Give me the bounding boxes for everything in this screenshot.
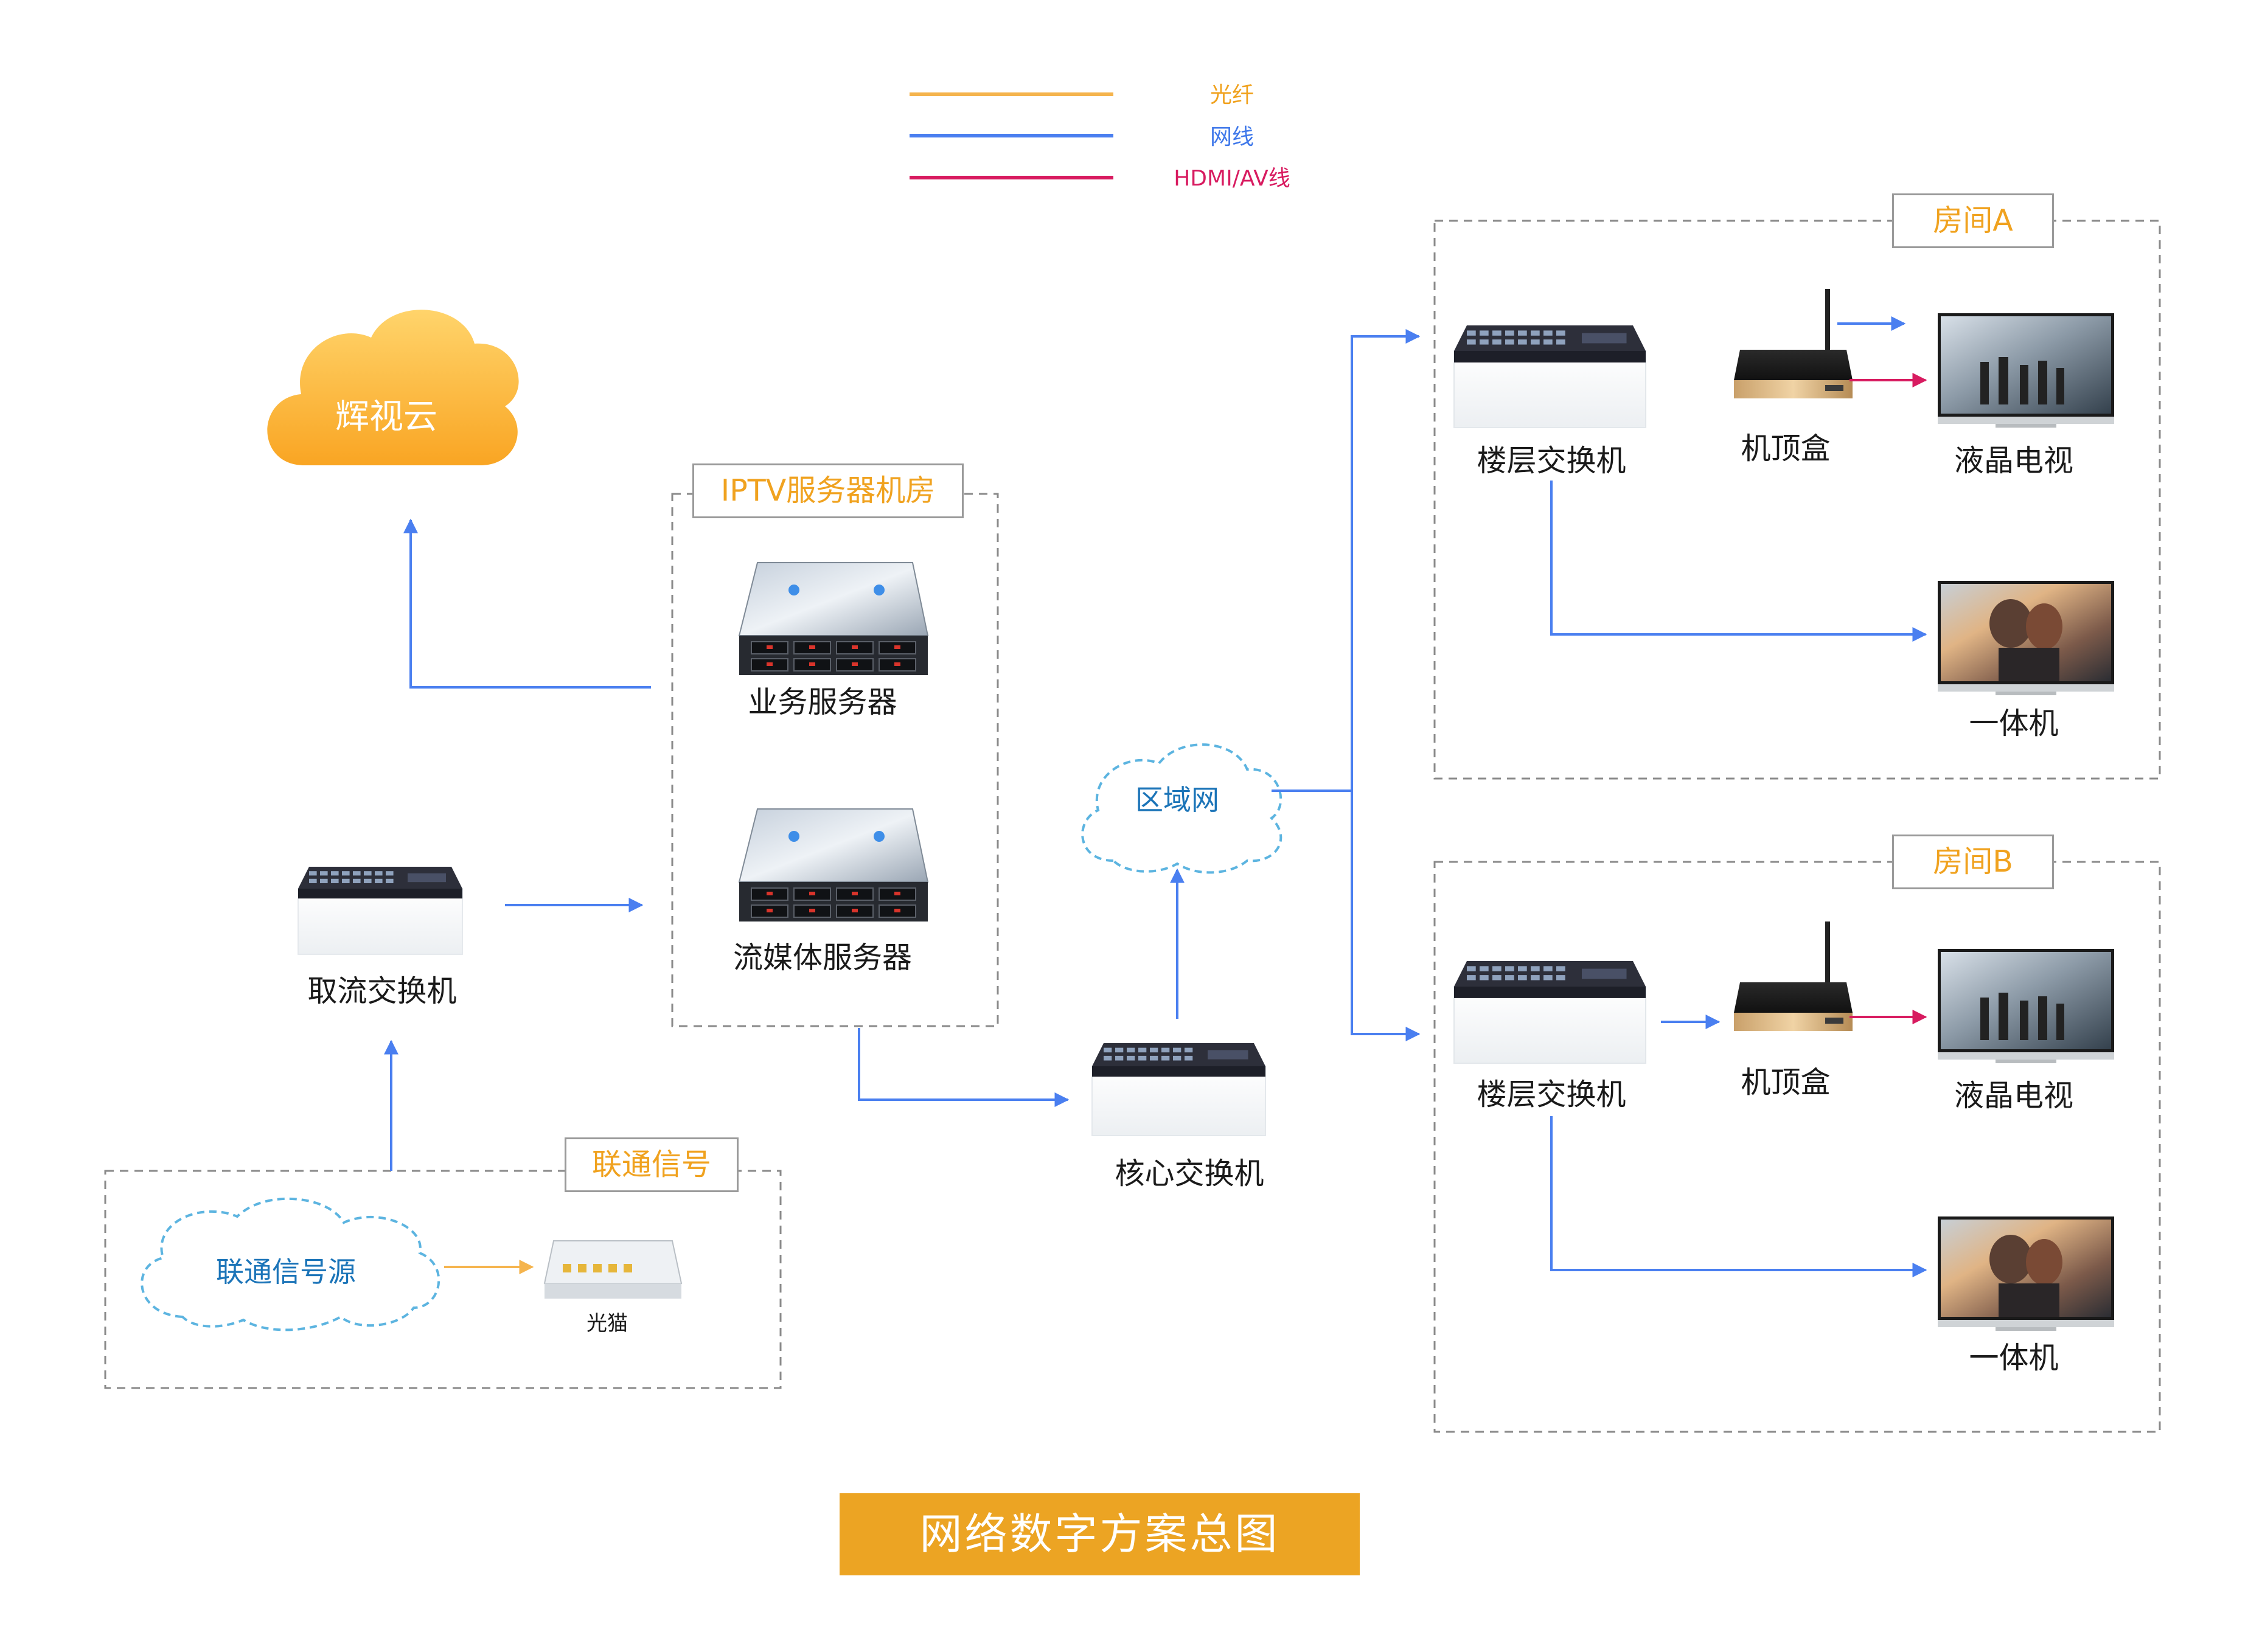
room-a-all-in-one-label: 一体机 xyxy=(1969,706,2059,741)
unicom-box xyxy=(104,1170,782,1389)
streaming-server-icon xyxy=(739,808,928,922)
room-a-floor-switch-icon xyxy=(1453,324,1647,429)
room-b-all-in-one-icon xyxy=(1938,1216,2114,1331)
room-b-box xyxy=(1433,861,2161,1433)
room-a-lcd-tv-icon xyxy=(1938,313,2114,428)
wire-room-b-switch-to-aio xyxy=(1550,1116,1927,1277)
lan-label: 区域网 xyxy=(1135,783,1219,816)
room-a-all-in-one-icon xyxy=(1938,581,2114,695)
cloud-icon xyxy=(267,310,519,465)
iptv-room-title: IPTV服务器机房 xyxy=(692,463,964,518)
room-b-title: 房间B xyxy=(1892,835,2054,889)
optical-modem-icon xyxy=(543,1240,683,1299)
room-b-settop-box-label: 机顶盒 xyxy=(1741,1065,1831,1100)
diagram-title: 网络数字方案总图 xyxy=(840,1493,1360,1575)
business-server-label: 业务服务器 xyxy=(748,685,897,720)
room-a-floor-switch-label: 楼层交换机 xyxy=(1477,443,1626,478)
legend-fiber-label: 光纤 xyxy=(1209,83,1254,108)
room-b-settop-box-icon xyxy=(1734,921,1853,1031)
room-a-lcd-tv-label: 液晶电视 xyxy=(1954,443,2074,478)
room-b-floor-switch-icon xyxy=(1453,960,1647,1064)
room-a-settop-box-icon xyxy=(1734,289,1853,398)
capture-switch-icon xyxy=(298,866,463,955)
streaming-server-label: 流媒体服务器 xyxy=(733,940,913,975)
lan-cloud-icon xyxy=(1081,743,1282,874)
wire-split-to-room-a xyxy=(1351,329,1421,791)
room-a-settop-box-label: 机顶盒 xyxy=(1741,431,1831,466)
legend-ethernet-label: 网线 xyxy=(1209,125,1254,150)
unicom-source-cloud-icon xyxy=(141,1197,440,1331)
core-switch-label: 核心交换机 xyxy=(1115,1156,1264,1191)
unicom-source-label: 联通信号源 xyxy=(216,1255,356,1288)
room-b-all-in-one-label: 一体机 xyxy=(1969,1341,2059,1375)
wire-iptv-to-core xyxy=(858,1028,1070,1107)
room-b-floor-switch-label: 楼层交换机 xyxy=(1477,1077,1626,1112)
capture-switch-label: 取流交换机 xyxy=(307,974,457,1008)
wire-split-to-room-b xyxy=(1351,791,1421,1041)
legend-hdmi-label: HDMI/AV线 xyxy=(1174,166,1290,191)
unicom-title: 联通信号 xyxy=(565,1137,739,1192)
room-b-lcd-tv-icon xyxy=(1938,949,2114,1063)
modem-label: 光猫 xyxy=(586,1311,628,1336)
room-b-lcd-tv-label: 液晶电视 xyxy=(1954,1078,2074,1113)
cloud-label: 辉视云 xyxy=(335,397,437,437)
wire-iptv-to-cloud xyxy=(403,518,651,689)
room-a-title: 房间A xyxy=(1892,193,2054,248)
business-server-icon xyxy=(739,562,928,676)
core-switch-icon xyxy=(1091,1043,1266,1136)
wire-room-a-switch-to-aio xyxy=(1550,481,1927,642)
